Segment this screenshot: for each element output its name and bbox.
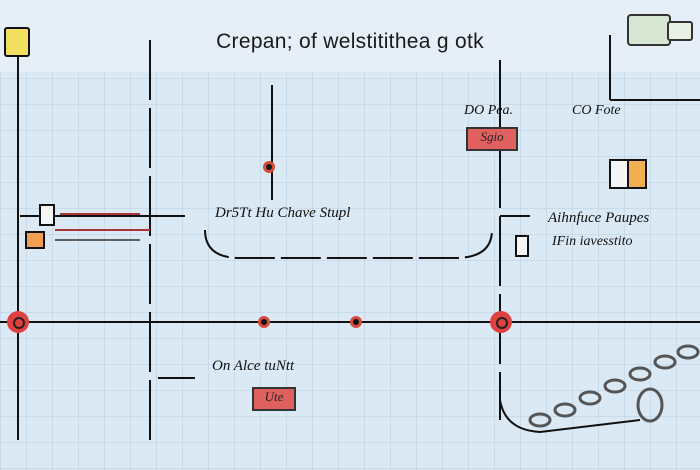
device-icon — [627, 14, 693, 46]
right-small-box-fill — [627, 159, 647, 189]
top-right-label-b: CO Fote — [572, 103, 621, 118]
bottom-center-label: On Alce tuNtt — [212, 358, 295, 374]
left-box-upper — [39, 204, 55, 226]
top-right-label-a-box: Sgio — [466, 127, 518, 151]
node-right[interactable] — [490, 311, 512, 333]
node-center-right[interactable] — [350, 316, 362, 328]
right-small-box-outline — [609, 159, 629, 189]
header-band — [0, 0, 700, 72]
bottom-right-curve — [499, 399, 641, 434]
left-box-lower — [25, 231, 45, 249]
center-top-label: Dr5Tt Hu Chave Stupl — [215, 205, 351, 221]
node-center-top[interactable] — [263, 161, 275, 173]
bracket-curve — [204, 229, 493, 259]
diagram-title: Crepan; of welstitithea g otk — [216, 30, 484, 53]
badge-icon — [4, 27, 30, 57]
chain-icon — [528, 344, 700, 428]
node-center-left[interactable] — [258, 316, 270, 328]
bottom-center-label-box: Ute — [252, 387, 296, 411]
right-label-line1: Aihnfuce Paupes — [548, 210, 650, 226]
right-label-line2: IFin iavesstito — [552, 234, 633, 249]
right-tiny-box — [515, 235, 529, 257]
top-right-label-a: DO Pea. — [464, 103, 513, 118]
node-left[interactable] — [7, 311, 29, 333]
